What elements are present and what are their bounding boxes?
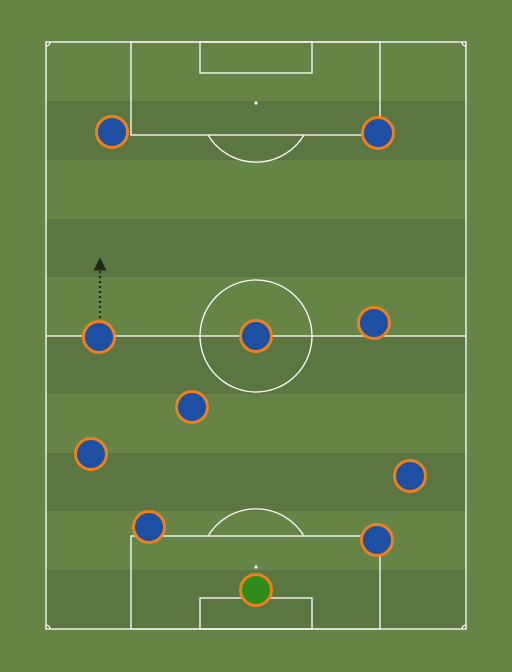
pitch-stripe [46,160,466,219]
player-token[interactable] [393,459,427,493]
top-goal-area [199,41,313,74]
player-token[interactable] [357,306,391,340]
corner-arc-top-right [461,41,467,47]
pitch-stripe [46,42,466,101]
players-layer [74,115,427,607]
pitch-stripe [46,0,466,42]
goalkeeper-token[interactable] [239,573,273,607]
corner-arc-bottom-left [45,624,51,630]
pitch-stripe [46,219,466,277]
player-token[interactable] [239,319,273,353]
bottom-penalty-spot [254,565,258,569]
corner-arc-top-left [45,41,51,47]
pitch-stripe [46,511,466,570]
player-token[interactable] [74,437,108,471]
pitch-stripes [46,0,466,672]
top-penalty-arc [207,134,305,163]
player-token[interactable] [82,320,116,354]
pitch-stripe [46,629,466,672]
player-token[interactable] [132,510,166,544]
player-token[interactable] [360,523,394,557]
centre-circle [199,279,313,393]
player-token[interactable] [361,116,395,150]
pitch-stripe [46,394,466,453]
corner-arc-bottom-right [461,624,467,630]
bottom-penalty-arc [207,508,305,537]
player-token[interactable] [95,115,129,149]
top-penalty-spot [254,101,258,105]
player-token[interactable] [175,390,209,424]
